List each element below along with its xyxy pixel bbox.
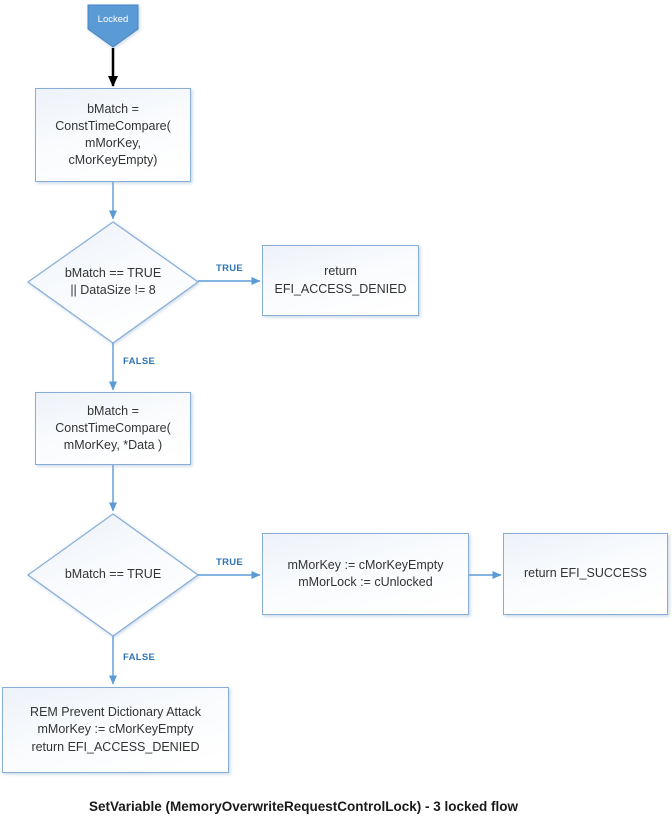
process-return-success: return EFI_SUCCESS <box>503 533 668 615</box>
process-prevent-dictionary-attack-text: REM Prevent Dictionary Attack mMorKey :=… <box>30 705 201 754</box>
decision1-label-text: bMatch == TRUE || DataSize != 8 <box>64 265 162 297</box>
process-return-access-denied-1: return EFI_ACCESS_DENIED <box>262 245 419 316</box>
process-compare-empty: bMatch = ConstTimeCompare( mMorKey, cMor… <box>35 88 191 182</box>
edge-label-decision1-false: FALSE <box>123 356 156 367</box>
edge-label-decision1-true: TRUE <box>216 263 244 274</box>
decision2-label: bMatch == TRUE <box>33 565 193 585</box>
edge-label-decision2-false: FALSE <box>123 652 156 663</box>
decision2-diamond <box>26 513 200 637</box>
edge-label-decision2-true: TRUE <box>216 557 244 568</box>
decision1-diamond <box>26 221 200 344</box>
process-clear-key-unlock-text: mMorKey := cMorKeyEmpty mMorLock := cUnl… <box>287 557 444 589</box>
decision2-label-text: bMatch == TRUE <box>64 567 162 582</box>
decision1-label: bMatch == TRUE || DataSize != 8 <box>33 256 193 308</box>
process-clear-key-unlock: mMorKey := cMorKeyEmpty mMorLock := cUnl… <box>262 533 469 615</box>
start-locked-label-text: Locked <box>97 13 129 25</box>
process-prevent-dictionary-attack: REM Prevent Dictionary Attack mMorKey :=… <box>2 687 229 773</box>
process-return-access-denied-1-text: return EFI_ACCESS_DENIED <box>274 264 407 296</box>
process-compare-empty-text: bMatch = ConstTimeCompare( mMorKey, cMor… <box>55 101 171 168</box>
process-return-success-text: return EFI_SUCCESS <box>524 566 647 581</box>
start-locked-label: Locked <box>88 5 138 33</box>
diagram-caption: SetVariable (MemoryOverwriteRequestContr… <box>88 799 519 814</box>
process-compare-data: bMatch = ConstTimeCompare( mMorKey, *Dat… <box>35 392 191 465</box>
process-compare-data-text: bMatch = ConstTimeCompare( mMorKey, *Dat… <box>55 403 171 453</box>
start-locked-shape <box>87 4 139 48</box>
